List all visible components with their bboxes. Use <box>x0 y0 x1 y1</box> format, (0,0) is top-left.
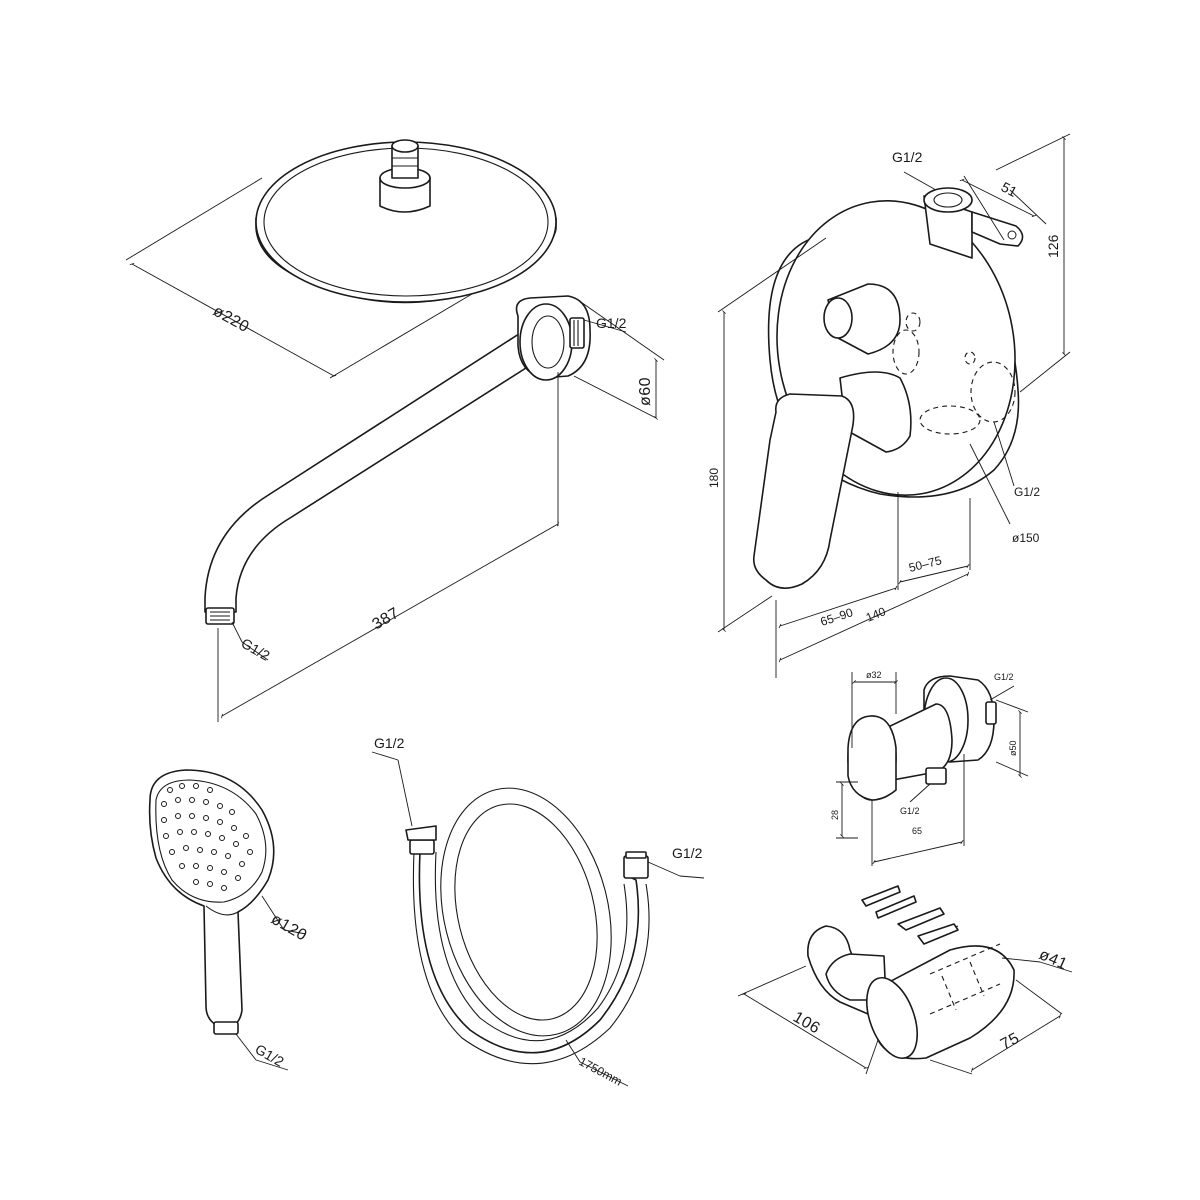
mixer-body <box>752 187 1024 589</box>
shower-holder <box>807 925 1015 1060</box>
holder-length-label: 106 <box>790 1009 823 1038</box>
depth-range-1-label: 50–75 <box>907 553 943 575</box>
arm-length-label: 387 <box>370 605 403 634</box>
outlet-diameter-top-label: ø32 <box>866 670 882 680</box>
hose <box>405 787 650 1065</box>
wall-fixings <box>861 885 959 945</box>
outlet-depth-label: 65 <box>912 826 922 836</box>
wall-outlet <box>847 675 997 801</box>
outlet-flange-diameter-label: ø50 <box>1008 740 1018 756</box>
hand-shower-dimensions: ø120 G1/2 <box>235 895 310 1071</box>
bracket-height-label: 126 <box>1045 234 1061 258</box>
outlet-height-label: 28 <box>830 810 840 820</box>
holder-dimensions: ø41 106 75 <box>737 946 1073 1075</box>
holder-depth-label: 75 <box>998 1030 1023 1054</box>
diameter-220-label: ø220 <box>210 303 252 337</box>
wall-outlet-dimensions: ø32 G1/2 ø50 28 G1/2 65 <box>830 670 1029 866</box>
outlet-thread-bottom-label: G1/2 <box>900 806 920 816</box>
mixer-thread-side-label: G1/2 <box>1014 485 1040 499</box>
shower-arm <box>204 295 591 625</box>
spray-nozzles <box>161 783 253 891</box>
hose-thread-left-label: G1/2 <box>374 735 405 751</box>
hose-thread-right-label: G1/2 <box>672 845 703 861</box>
depth-total-label: 140 <box>864 604 888 625</box>
depth-range-2-label: 65–90 <box>819 605 855 629</box>
hand-shower <box>148 769 275 1035</box>
hose-length-label: 1750mm <box>577 1054 625 1088</box>
arm-flange-diameter-label: ø60 <box>637 377 654 406</box>
mixer-thread-top-label: G1/2 <box>892 149 923 165</box>
mixer-height-label: 180 <box>707 468 721 488</box>
outlet-thread-right-label: G1/2 <box>994 672 1014 682</box>
hand-shower-thread-label: G1/2 <box>253 1041 287 1070</box>
plate-diameter-label: ø150 <box>1012 531 1040 545</box>
bracket-width-label: 51 <box>999 179 1020 201</box>
rain-shower-head <box>255 139 557 304</box>
hand-shower-diameter-label: ø120 <box>268 911 310 945</box>
